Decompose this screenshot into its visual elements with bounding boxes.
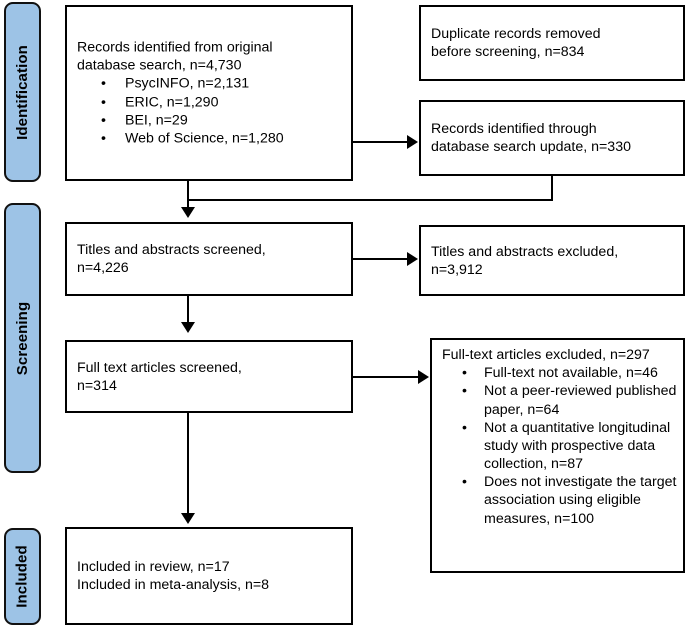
connector-fulltext-screened-down — [187, 413, 189, 513]
bullet-icon: • — [462, 474, 467, 491]
list-item-label: Web of Science, n=1,280 — [125, 130, 284, 147]
box-fulltext-articles-excluded: Full-text articles excluded, n=297 • Ful… — [430, 338, 685, 573]
arrowhead-to-fulltext-excluded — [418, 370, 429, 384]
arrowhead-to-titles-excluded — [407, 252, 418, 266]
list-item: • BEI, n=29 — [77, 111, 345, 129]
list-item: • Not a peer-reviewed published paper, n… — [442, 382, 677, 418]
stage-bar-included: Included — [4, 528, 41, 625]
box-records-identified: Records identified from original databas… — [65, 5, 353, 181]
update-search-line-1: Records identified through — [431, 120, 597, 137]
included-line-2: Included in meta-analysis, n=8 — [77, 577, 270, 593]
records-identified-line-2: database search, n=4,730 — [77, 57, 242, 74]
list-item: • PsycINFO, n=2,131 — [77, 75, 345, 93]
bullet-icon: • — [462, 419, 467, 436]
stage-bar-screening: Screening — [4, 203, 41, 473]
box-titles-excluded-body: Titles and abstracts excluded, n=3,912 — [431, 242, 677, 278]
titles-screened-line-2: n=4,226 — [77, 260, 129, 276]
box-records-identified-update: Records identified through database sear… — [419, 100, 685, 176]
connector-to-titles-excluded — [353, 258, 411, 260]
list-item-label: BEI, n=29 — [125, 112, 188, 129]
update-search-line-2: database search update, n=330 — [431, 139, 631, 155]
box-duplicates-body: Duplicate records removed before screeni… — [431, 25, 677, 61]
list-item-label: ERIC, n=1,290 — [125, 94, 219, 110]
connector-update-search-left — [187, 199, 553, 201]
arrowhead-to-included — [181, 513, 195, 524]
box-titles-abstracts-screened: Titles and abstracts screened, n=4,226 — [65, 222, 353, 296]
box-titles-screened-body: Titles and abstracts screened, n=4,226 — [77, 241, 345, 277]
titles-excluded-line-2: n=3,912 — [431, 261, 483, 278]
box-update-search-body: Records identified through database sear… — [431, 120, 677, 156]
box-fulltext-screened-body: Full text articles screened, n=314 — [77, 358, 345, 394]
list-item-label: Not a peer-reviewed published paper, n=6… — [484, 383, 677, 418]
box-included-body: Included in review, n=17 Included in met… — [77, 558, 345, 594]
box-titles-abstracts-excluded: Titles and abstracts excluded, n=3,912 — [419, 225, 685, 296]
box-included-in-review: Included in review, n=17 Included in met… — [65, 527, 353, 625]
connector-update-search-down — [551, 176, 553, 200]
fulltext-screened-line-2: n=314 — [77, 377, 117, 394]
bullet-icon: • — [101, 130, 106, 147]
stage-label-identification: Identification — [14, 44, 32, 140]
records-identified-source-list: • PsycINFO, n=2,131 • ERIC, n=1,290 • BE… — [77, 75, 345, 148]
box-fulltext-articles-screened: Full text articles screened, n=314 — [65, 340, 353, 413]
included-line-1: Included in review, n=17 — [77, 558, 230, 575]
arrowhead-to-fulltext-screened — [181, 322, 195, 333]
titles-excluded-line-1: Titles and abstracts excluded, — [431, 243, 619, 260]
list-item: • ERIC, n=1,290 — [77, 93, 345, 111]
list-item: • Not a quantitative longitudinal study … — [442, 419, 677, 474]
list-item: • Full-text not available, n=46 — [442, 364, 677, 382]
stage-bar-identification: Identification — [4, 2, 41, 182]
connector-titles-screened-down — [187, 296, 189, 322]
bullet-icon: • — [101, 75, 106, 92]
bullet-icon: • — [101, 112, 106, 129]
records-identified-line-1: Records identified from original — [77, 39, 273, 56]
list-item-label: Does not investigate the target associat… — [484, 474, 677, 527]
list-item-label: Not a quantitative longitudinal study wi… — [484, 419, 671, 473]
arrowhead-to-titles-screened — [181, 207, 195, 218]
duplicates-line-2: before screening, n=834 — [431, 44, 585, 60]
bullet-icon: • — [462, 365, 467, 382]
list-item: • Web of Science, n=1,280 — [77, 129, 345, 147]
list-item-label: Full-text not available, n=46 — [484, 365, 658, 382]
fulltext-excluded-heading: Full-text articles excluded, n=297 — [442, 347, 650, 363]
list-item: • Does not investigate the target associ… — [442, 473, 677, 528]
box-fulltext-excluded-body: Full-text articles excluded, n=297 • Ful… — [442, 346, 677, 528]
connector-to-duplicates — [353, 141, 411, 143]
fulltext-screened-line-1: Full text articles screened, — [77, 359, 242, 376]
arrowhead-to-duplicates — [407, 135, 418, 149]
titles-screened-line-1: Titles and abstracts screened, — [77, 241, 266, 258]
connector-to-fulltext-excluded — [353, 376, 422, 378]
box-records-identified-body: Records identified from original databas… — [77, 38, 345, 147]
stage-label-included: Included — [14, 545, 32, 608]
bullet-icon: • — [462, 383, 467, 400]
duplicates-line-1: Duplicate records removed — [431, 25, 601, 42]
bullet-icon: • — [101, 94, 106, 110]
fulltext-excluded-reason-list: • Full-text not available, n=46 • Not a … — [442, 364, 677, 528]
list-item-label: PsycINFO, n=2,131 — [125, 75, 250, 92]
connector-identification-down — [187, 181, 189, 207]
stage-label-screening: Screening — [14, 301, 31, 375]
box-duplicate-records-removed: Duplicate records removed before screeni… — [419, 5, 685, 81]
